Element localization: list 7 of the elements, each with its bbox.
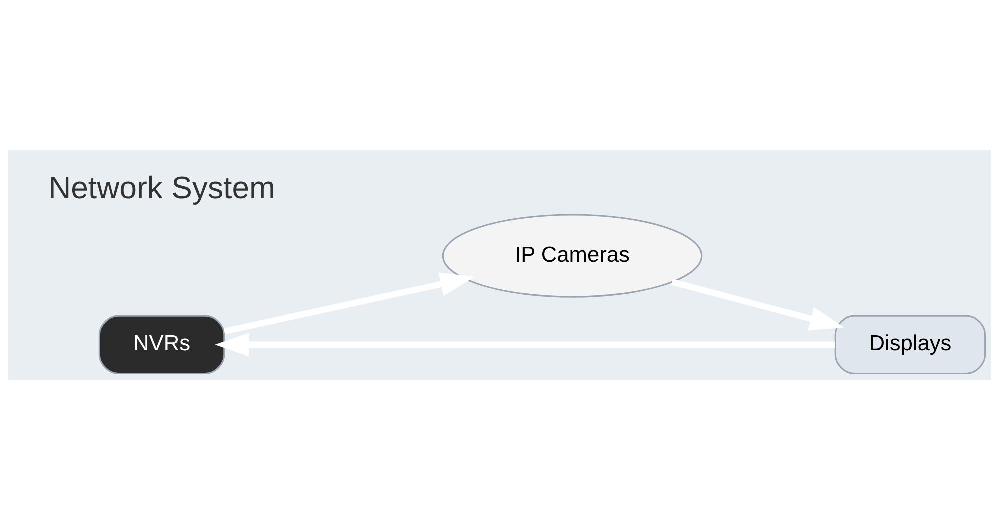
arrow: [671, 279, 844, 331]
node-box: Displays: [834, 315, 986, 375]
arrow: [215, 332, 836, 357]
arrow: [224, 272, 475, 335]
node-ellipse: IP Cameras: [442, 214, 703, 298]
label: Network System: [48, 170, 276, 206]
node-box: NVRs: [98, 315, 226, 375]
